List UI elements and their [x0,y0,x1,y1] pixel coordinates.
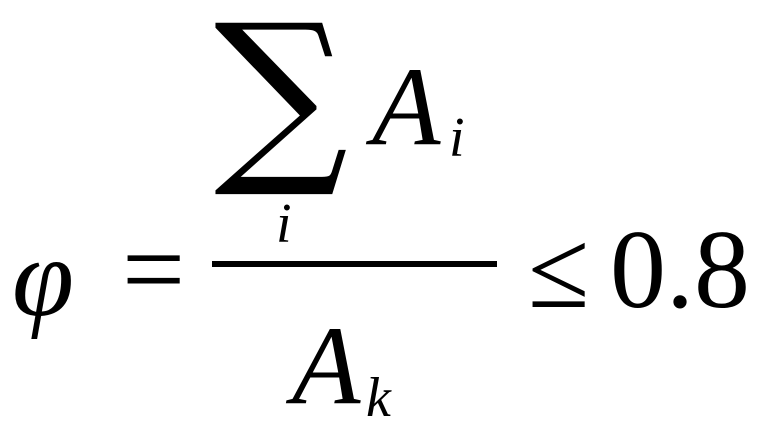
sum-index: i [276,193,292,255]
numerator-subscript: i [449,107,465,169]
less-than-or-equal-sign: ≤ [528,208,590,332]
denominator-subscript: k [366,367,391,429]
denominator-variable: A [292,304,361,428]
bound-value: 0.8 [610,208,750,332]
phi-symbol: φ [12,216,74,340]
fraction-bar [212,261,497,267]
sum-symbol: ∑ [214,0,349,203]
equals-sign: = [122,208,186,332]
numerator-variable: A [372,45,441,169]
